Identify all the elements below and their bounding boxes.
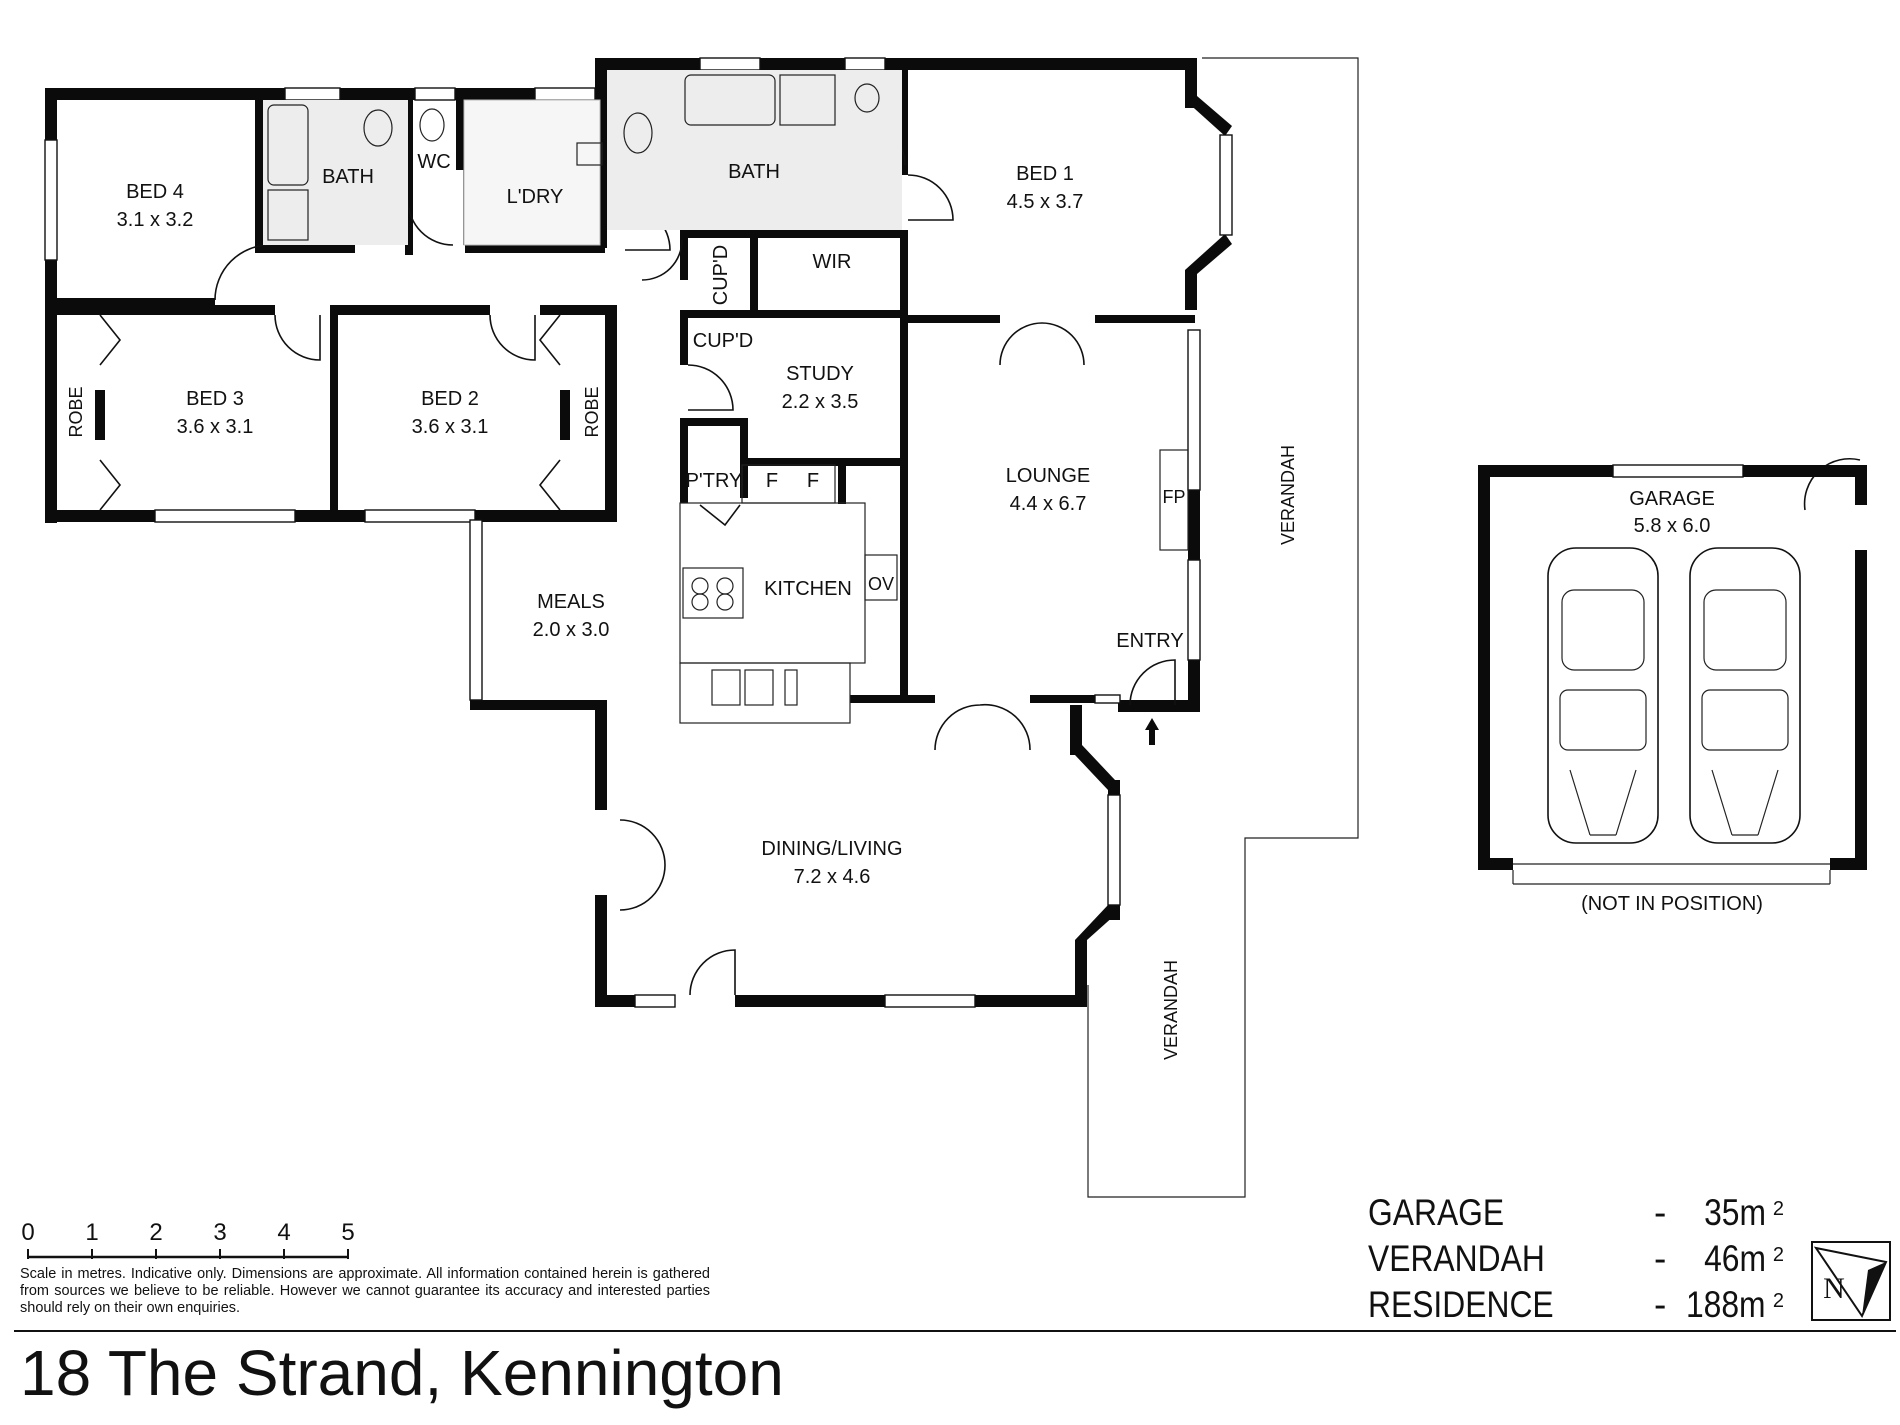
scale-bar: 0 1 2 3 4 5	[18, 1215, 718, 1270]
size-study: 2.2 x 3.5	[782, 391, 859, 413]
label-verandah-upper: VERANDAH	[1278, 445, 1298, 545]
label-lounge: LOUNGE	[1006, 465, 1090, 487]
scale-tick-0: 0	[21, 1219, 34, 1246]
label-cupd-lower: CUP'D	[693, 330, 754, 352]
area-name: GARAGE	[1368, 1192, 1505, 1233]
size-garage: 5.8 x 6.0	[1634, 515, 1711, 537]
label-pantry: P'TRY	[686, 470, 743, 492]
area-unit: 2	[1772, 1198, 1784, 1220]
robes	[95, 314, 570, 511]
footer-divider	[14, 1330, 1896, 1332]
label-entry: ENTRY	[1116, 630, 1183, 652]
label-bed3: BED 3	[186, 388, 244, 410]
north-letter: N	[1823, 1272, 1845, 1305]
disclaimer-text: Scale in metres. Indicative only. Dimens…	[20, 1266, 710, 1316]
area-row-verandah: VERANDAH - 46m 2	[1368, 1236, 1808, 1282]
label-dining: DINING/LIVING	[761, 838, 902, 860]
size-bed2: 3.6 x 3.1	[412, 416, 489, 438]
label-bed4: BED 4	[126, 181, 184, 203]
label-fridge-2: F	[807, 470, 819, 492]
garage	[1478, 464, 1867, 885]
scale-tick-4: 4	[277, 1219, 290, 1246]
car-right	[1689, 547, 1801, 844]
label-robe-right: ROBE	[582, 386, 602, 437]
label-oven: OV	[868, 574, 894, 594]
label-verandah-lower: VERANDAH	[1161, 960, 1181, 1060]
scale-tick-2: 2	[149, 1219, 162, 1246]
verandah-outline	[1087, 57, 1359, 1198]
label-bath-main: BATH	[728, 161, 780, 183]
scale-tick-5: 5	[341, 1219, 354, 1246]
area-unit: 2	[1772, 1244, 1784, 1266]
size-bed4: 3.1 x 3.2	[117, 209, 194, 231]
area-dash: -	[1654, 1192, 1667, 1233]
size-meals: 2.0 x 3.0	[533, 619, 610, 641]
north-arrow-icon: N	[1811, 1241, 1891, 1321]
label-bath-left: BATH	[322, 166, 374, 188]
scale-bar-graphic: 0 1 2 3 4 5	[21, 1219, 355, 1259]
label-garage: GARAGE	[1629, 488, 1715, 510]
label-cupd-upper: CUP'D	[710, 245, 732, 306]
area-dash: -	[1654, 1284, 1667, 1325]
room-labels: BED 4 3.1 x 3.2 BATH WC L'DRY BATH BED 1…	[66, 151, 1763, 1060]
size-bed3: 3.6 x 3.1	[177, 416, 254, 438]
area-value: 35m	[1704, 1192, 1766, 1233]
area-row-garage: GARAGE - 35m 2	[1368, 1190, 1808, 1236]
label-meals: MEALS	[537, 591, 605, 613]
label-bed2: BED 2	[421, 388, 479, 410]
area-name: RESIDENCE	[1368, 1284, 1554, 1325]
scale-tick-1: 1	[85, 1219, 98, 1246]
area-dash: -	[1654, 1238, 1667, 1279]
area-row-residence: RESIDENCE - 188m 2	[1368, 1282, 1808, 1328]
label-fridge-1: F	[766, 470, 778, 492]
label-wc: WC	[417, 151, 450, 173]
label-garage-note: (NOT IN POSITION)	[1581, 893, 1763, 915]
label-robe-left: ROBE	[66, 386, 86, 437]
area-summary: GARAGE - 35m 2 VERANDAH - 46m 2 RESIDENC…	[1368, 1190, 1808, 1328]
area-value: 46m	[1704, 1238, 1766, 1279]
label-wir: WIR	[813, 251, 852, 273]
label-laundry: L'DRY	[507, 186, 564, 208]
property-address: 18 The Strand, Kennington	[20, 1337, 784, 1409]
bathroom-fixtures	[263, 70, 902, 246]
label-kitchen: KITCHEN	[764, 578, 852, 600]
area-unit: 2	[1772, 1290, 1784, 1312]
label-fireplace: FP	[1162, 487, 1185, 507]
size-lounge: 4.4 x 6.7	[1010, 493, 1087, 515]
car-left	[1547, 547, 1659, 844]
windows	[44, 57, 1233, 1008]
label-study: STUDY	[786, 363, 854, 385]
kitchen-fixtures	[679, 449, 1189, 745]
doors	[214, 114, 1861, 996]
size-bed1: 4.5 x 3.7	[1007, 191, 1084, 213]
area-value: 188m	[1686, 1284, 1766, 1325]
area-name: VERANDAH	[1368, 1238, 1545, 1279]
label-bed1: BED 1	[1016, 163, 1074, 185]
size-dining: 7.2 x 4.6	[794, 866, 871, 888]
scale-tick-3: 3	[213, 1219, 226, 1246]
